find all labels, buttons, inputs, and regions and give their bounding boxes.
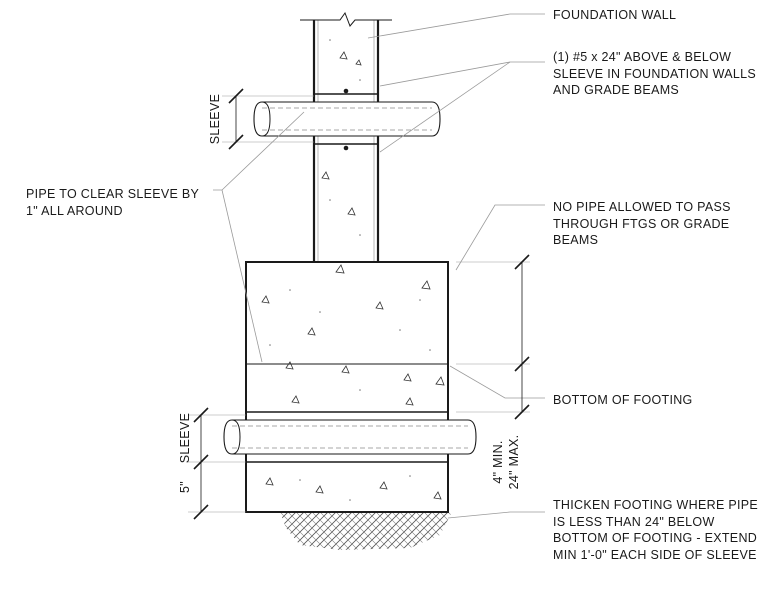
leader-lines xyxy=(213,13,545,519)
dim-upper-sleeve xyxy=(222,88,314,150)
note-rebar: (1) #5 x 24" ABOVE & BELOW SLEEVE IN FOU… xyxy=(553,50,756,97)
dim-sleeve-upper-label: SLEEVE xyxy=(208,94,222,144)
dim-sleeve-lower-label: SLEEVE xyxy=(178,413,192,463)
note-pipe-clear: PIPE TO CLEAR SLEEVE BY 1" ALL AROUND xyxy=(26,187,200,218)
dim-max-label: 24" MAX. xyxy=(507,435,521,490)
note-bottom-of-footing: BOTTOM OF FOOTING xyxy=(553,393,693,407)
concrete-aggregate xyxy=(261,51,445,500)
foundation-wall xyxy=(300,11,392,262)
soil-hatch xyxy=(280,512,452,550)
note-thicken-footing: THICKEN FOOTING WHERE PIPE IS LESS THAN … xyxy=(553,498,759,562)
dim-five-inch-label: 5" xyxy=(178,481,192,493)
dim-min-label: 4" MIN. xyxy=(491,440,505,483)
note-foundation-wall: FOUNDATION WALL xyxy=(553,8,677,22)
upper-pipe xyxy=(253,101,441,137)
rebar-dot-bottom xyxy=(343,145,349,151)
footing xyxy=(245,261,449,513)
dim-lower-sleeve xyxy=(188,407,246,520)
lower-pipe xyxy=(223,419,477,455)
note-no-pipe: NO PIPE ALLOWED TO PASS THROUGH FTGS OR … xyxy=(553,200,731,247)
concrete-speckle xyxy=(269,39,431,501)
rebar-dot-top xyxy=(343,88,349,94)
dim-right xyxy=(456,254,530,420)
